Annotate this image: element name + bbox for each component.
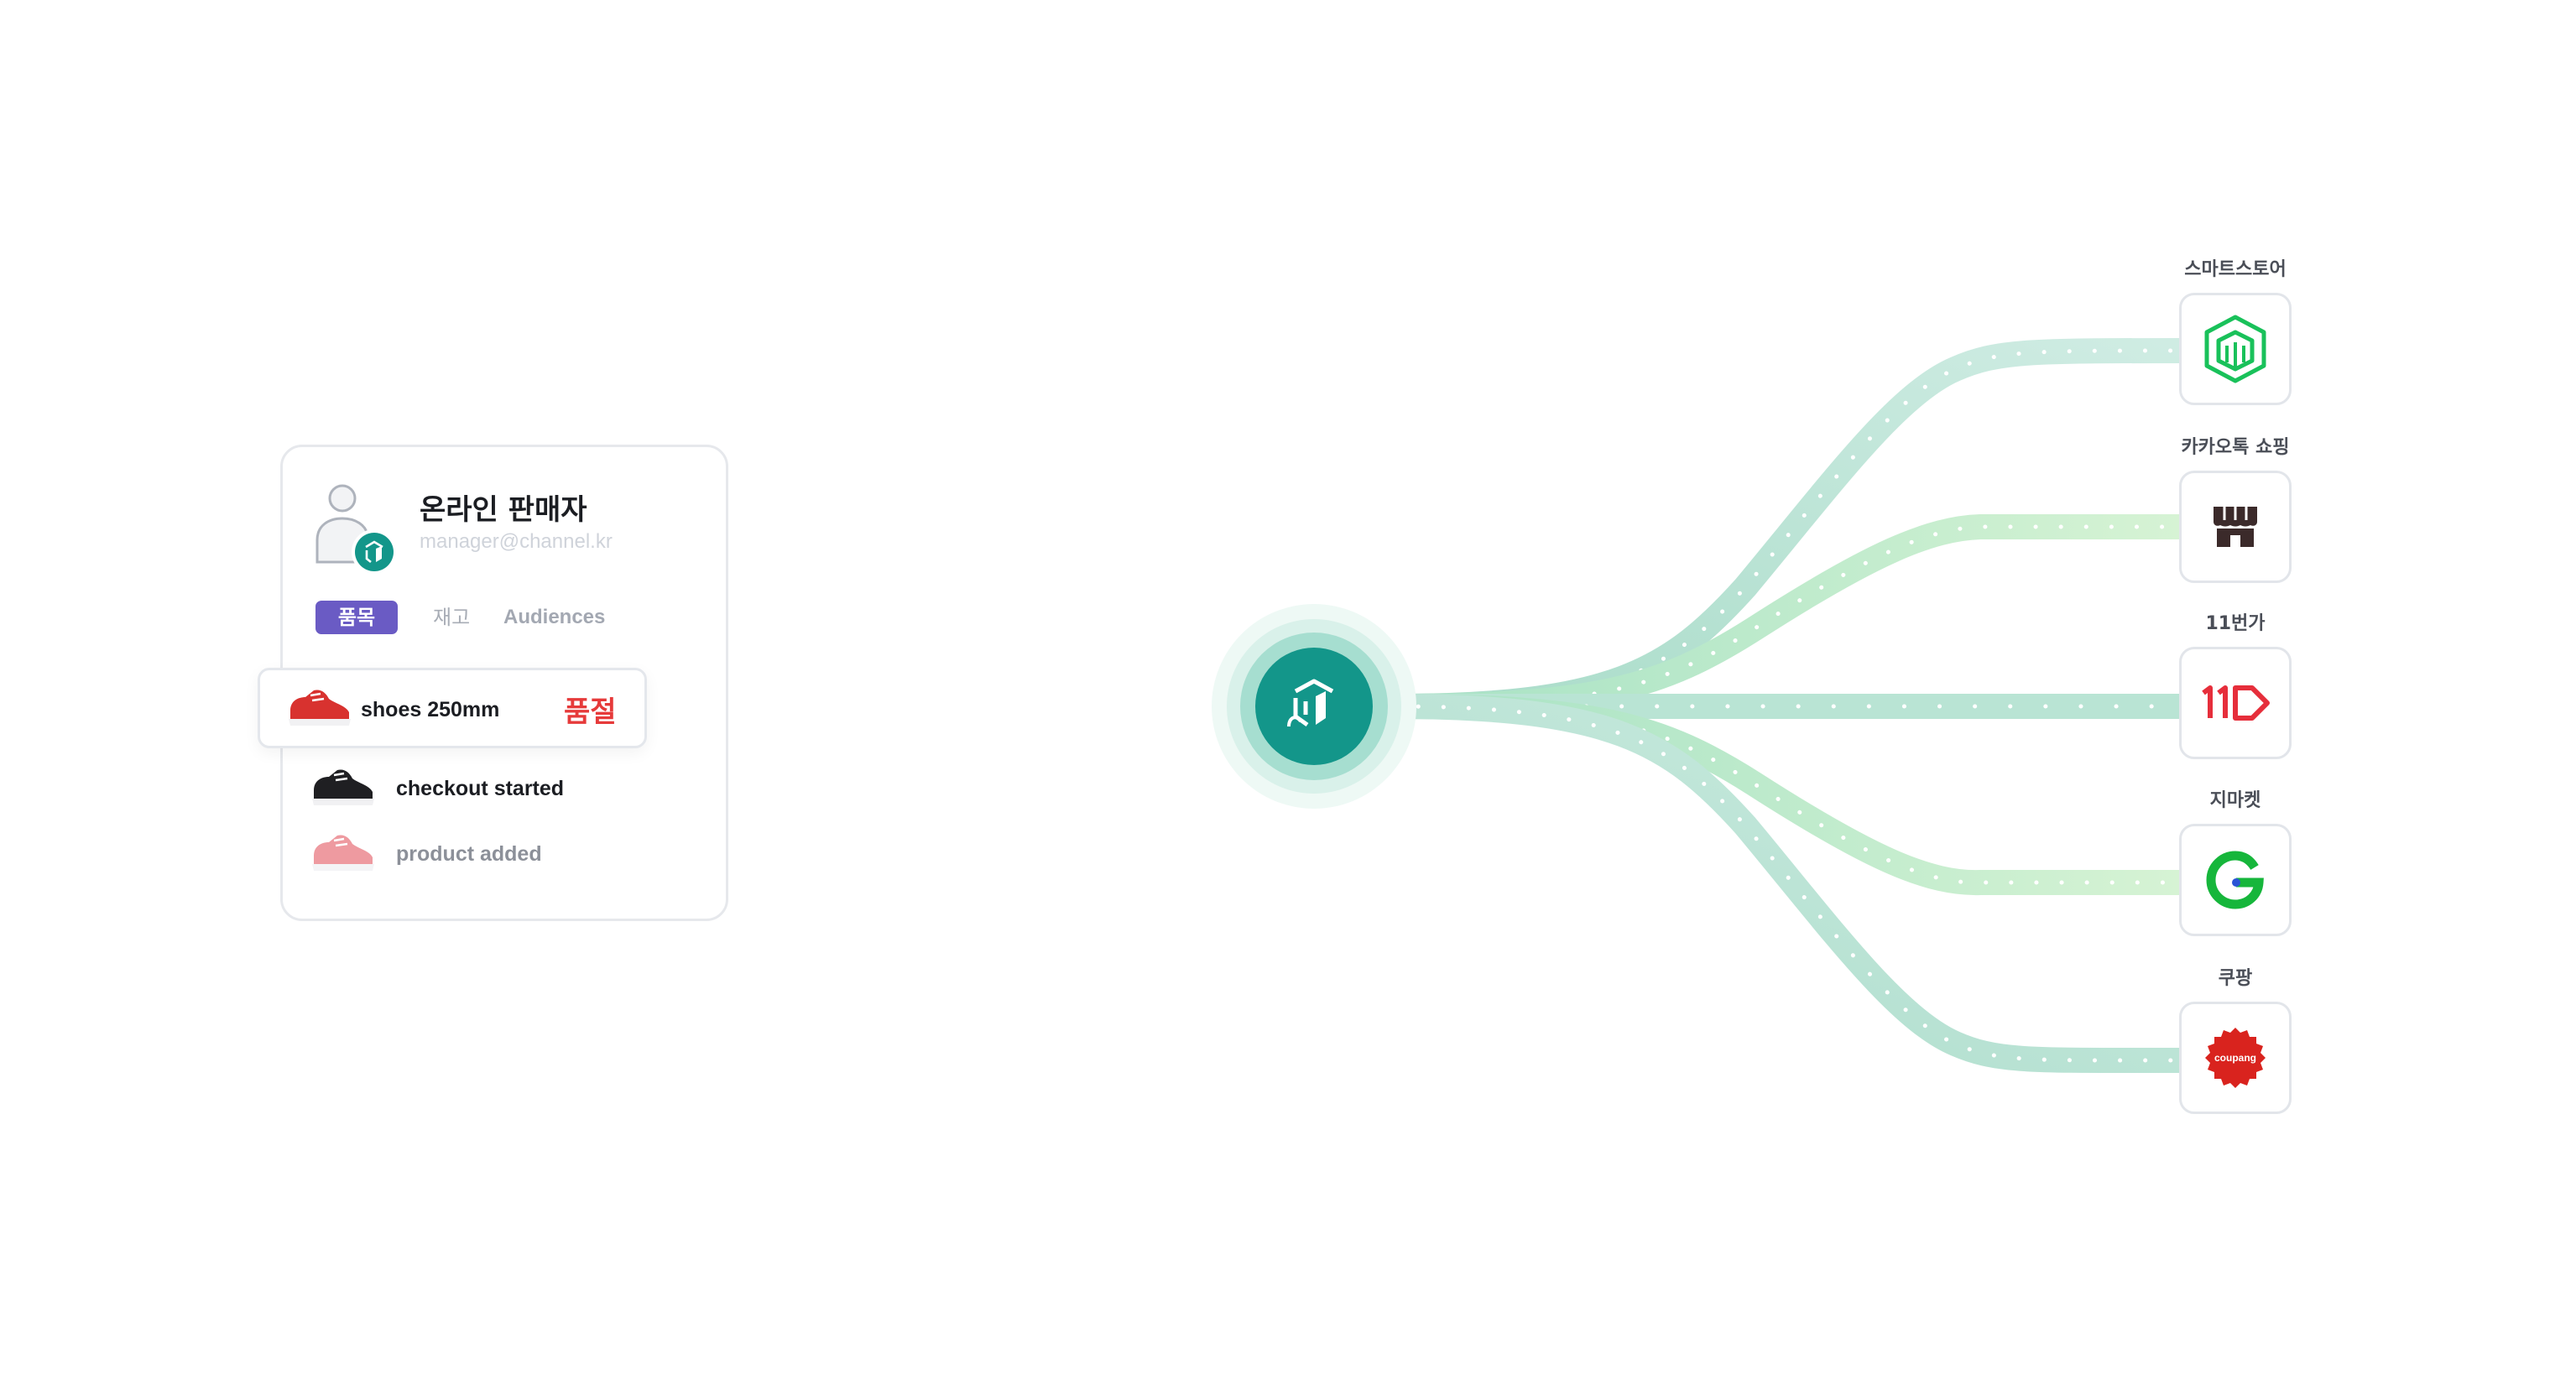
pink-sneaker-icon: [312, 835, 374, 871]
marketplace-tile[interactable]: coupang: [2179, 1002, 2292, 1114]
marketplace-11st[interactable]: 11번가: [2177, 612, 2294, 759]
marketplace-smartstore[interactable]: 스마트스토어: [2177, 258, 2294, 405]
seller-avatar: [315, 484, 397, 575]
marketplace-coupang[interactable]: 쿠팡 coupang: [2177, 966, 2294, 1114]
tab-audiences[interactable]: Audiences: [503, 606, 606, 628]
event-row[interactable]: checkout started: [309, 762, 661, 815]
marketplace-tile[interactable]: [2179, 824, 2292, 936]
marketplace-label: 스마트스토어: [2184, 259, 2287, 280]
red-sneaker-icon: [289, 690, 351, 726]
marketplace-label: 11번가: [2205, 613, 2266, 634]
marketplace-label: 쿠팡: [2218, 968, 2253, 989]
coupang-logo-text: coupang: [2214, 1052, 2256, 1064]
event-label: product added: [396, 842, 542, 866]
event-row-highlighted[interactable]: shoes 250mm 품절: [258, 668, 647, 748]
event-label: checkout started: [396, 777, 565, 800]
status-badge-soldout: 품절: [564, 695, 617, 729]
marketplace-label: 카카오톡 쇼핑: [2181, 437, 2290, 458]
tab-items[interactable]: 품목: [315, 601, 398, 634]
gmarket-icon: [2206, 851, 2264, 909]
flow-branch-gmarket: [1390, 694, 2184, 896]
11st-icon: [2202, 685, 2270, 721]
marketplace-tile[interactable]: [2179, 471, 2292, 583]
channel-hub-logo-icon: [1287, 679, 1334, 727]
kakao-shopping-icon: [2214, 507, 2257, 547]
event-label: shoes 250mm: [361, 698, 500, 721]
seller-email: manager@channel.kr: [420, 530, 613, 553]
seller-name: 온라인 판매자: [420, 493, 587, 527]
smartstore-icon: [2204, 315, 2266, 383]
black-sneaker-icon: [312, 769, 374, 805]
event-row[interactable]: product added: [309, 827, 661, 881]
tab-inventory[interactable]: 재고: [433, 606, 471, 629]
flow-branch-coupang: [1390, 694, 2184, 1074]
marketplace-tile[interactable]: [2179, 293, 2292, 405]
marketplace-gmarket[interactable]: 지마켓: [2177, 789, 2294, 936]
hub-node[interactable]: [1212, 604, 1416, 809]
coupang-icon: coupang: [2205, 1028, 2266, 1088]
channel-badge-icon: [352, 529, 397, 575]
marketplace-tile[interactable]: [2179, 647, 2292, 759]
marketplace-label: 지마켓: [2209, 790, 2261, 811]
marketplace-kakao-shopping[interactable]: 카카오톡 쇼핑: [2177, 435, 2294, 583]
